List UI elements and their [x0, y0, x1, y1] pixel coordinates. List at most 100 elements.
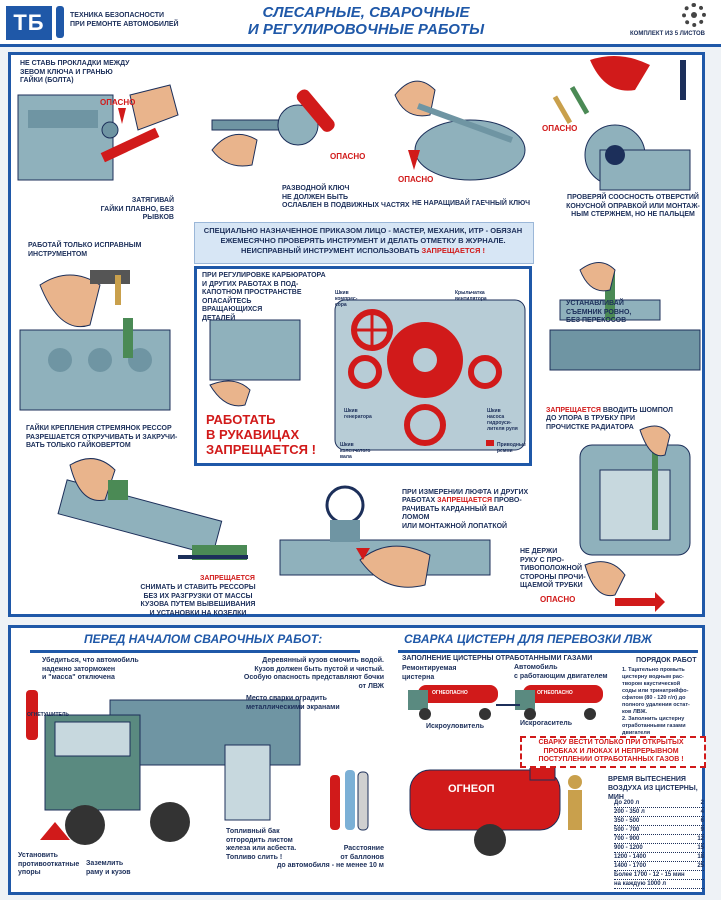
- procedure-text: 1. Тщательно промыть цистерну водным рас…: [622, 667, 690, 736]
- label-crankshaft-pulley: Шкив коленчатого вала: [340, 442, 371, 460]
- stops-note: Установить противооткатные упоры: [18, 852, 80, 876]
- gloves-forbidden: РАБОТАТЬ В РУКАВИЦАХ ЗАПРЕЩАЕТСЯ !: [206, 412, 316, 457]
- puller-illustration: [549, 262, 701, 371]
- play-line-2: РАБОТАХ: [402, 497, 436, 504]
- extinguisher-label: ОГНЕТУШИТЕЛЬ: [27, 712, 69, 718]
- ramrod-note: ЗАПРЕЩАЕТСЯ ВВОДИТЬ ШОМПОЛ ДО УПОРА В ТР…: [546, 398, 673, 432]
- springs-note: СНИМАТЬ И СТАВИТЬ РЕССОРЫ БЕЗ ИХ РАЗГРУЗ…: [140, 584, 256, 617]
- engine-belts-illustration: [209, 299, 526, 451]
- fuel-tank-note: Топливный бак отгородить листом железа и…: [226, 828, 297, 861]
- tanks-title: СВАРКА ЦИСТЕРН ДЛЯ ПЕРЕВОЗКИ ЛВЖ: [404, 632, 652, 646]
- radiator-illustration: [579, 425, 691, 612]
- danger-label-4: ОПАСНО: [542, 124, 578, 133]
- illustrations-top: [17, 56, 701, 612]
- table-row: на каждую 1000 л: [614, 880, 704, 889]
- stud-nuts-note: ГАЙКИ КРЕПЛЕНИЯ СТРЕМЯНОК РЕССОР РАЗРЕША…: [26, 425, 178, 449]
- notice-box: [194, 222, 534, 264]
- clutch-illustration: [394, 80, 526, 181]
- tank-text-1: ОГНЕОПАСНО: [432, 690, 468, 696]
- hand-tube-note: НЕ ДЕРЖИ РУКУ С ПРО- ТИВОПОЛОЖНОЙ СТОРОН…: [520, 548, 586, 589]
- hammer-illustration: [19, 270, 171, 411]
- tank-text-2: ОГНЕОПАСНО: [537, 690, 573, 696]
- warning-box: [520, 736, 706, 768]
- gasket-note: НЕ СТАВЬ ПРОКЛАДКИ МЕЖДУ ЗЕВОМ КЛЮЧА И Г…: [20, 60, 130, 84]
- springs-forbidden: ЗАПРЕЩАЕТСЯ: [200, 575, 255, 584]
- fill-tank-note: ЗАПОЛНЕНИЕ ЦИСТЕРНЫ ОТРАБОТАННЫМИ ГАЗАМИ: [402, 655, 593, 662]
- engine-block-illustration: [17, 84, 179, 181]
- spark-filler-label: Искроуловитель: [426, 723, 484, 730]
- page-title: СЛЕСАРНЫЕ, СВАРОЧНЫЕ И РЕГУЛИРОВОЧНЫЕ РА…: [206, 4, 526, 38]
- notice-forbidden: ЗАПРЕЩАЕТСЯ !: [421, 246, 485, 255]
- welding-title: ПЕРЕД НАЧАЛОМ СВАРОЧНЫХ РАБОТ:: [84, 632, 323, 646]
- divider-welding: [30, 650, 360, 653]
- tank-trucks-illustration: [408, 685, 603, 720]
- engine-car-label: Автомобиль с работающим двигателем: [514, 664, 608, 680]
- danger-label-5: ОПАСНО: [540, 595, 576, 604]
- driveshaft-illustration: [279, 485, 491, 588]
- alignment-note: ПРОВЕРЯЙ СООСНОСТЬ ОТВЕРСТИЙ КОНУСНОЙ ОП…: [566, 194, 700, 218]
- kit-label: КОМПЛЕКТ ИЗ 5 ЛИСТОВ: [630, 31, 705, 37]
- ground-note: Заземлить раму и кузов: [86, 860, 131, 876]
- screens-note: Место сварки оградить металлическими экр…: [246, 695, 340, 711]
- spring-illustration: [57, 458, 248, 560]
- play-forbidden: ЗАПРЕЩАЕТСЯ: [437, 497, 493, 504]
- big-tank-illustration: [409, 759, 582, 856]
- ramrod-forbidden: ЗАПРЕЩАЕТСЯ: [546, 406, 601, 414]
- cylinders-note: Расстояние от баллонов до автомобиля - н…: [276, 845, 384, 869]
- label-drive-belts: Приводные ремни: [497, 442, 526, 454]
- big-tank-text: ОГНЕОП: [448, 783, 495, 795]
- wooden-body-note: Деревянный кузов смочить водой. Кузов до…: [243, 657, 384, 690]
- subtitle-line-1: ТЕХНИКА БЕЗОПАСНОСТИ: [70, 12, 165, 19]
- divider-tanks: [398, 650, 698, 653]
- time-table-title: ВРЕМЯ ВЫТЕСНЕНИЯ ВОЗДУХА ИЗ ЦИСТЕРНЫ, МИ…: [608, 776, 698, 801]
- play-line-1: ПРИ ИЗМЕРЕНИИ ЛЮФТА И ДРУГИХ: [402, 488, 529, 496]
- springs-forbidden-text: ЗАПРЕЩАЕТСЯ: [200, 575, 255, 582]
- subtitle-line-2: ПРИ РЕМОНТЕ АВТОМОБИЛЕЙ: [70, 21, 179, 28]
- spark-arrester-label: Искрогаситель: [520, 720, 573, 727]
- notice-text: СПЕЦИАЛЬНО НАЗНАЧЕННОЕ ПРИКАЗОМ ЛИЦО - М…: [200, 226, 526, 256]
- table-row: Более 1700 - 12 - 15 мин: [614, 871, 704, 880]
- label-compressor-pulley: Шкив компрес- сора: [335, 290, 358, 308]
- camshaft-illustration: [211, 89, 335, 167]
- puller-note: УСТАНАВЛИВАЙ СЪЕМНИК РОВНО, БЕЗ ПЕРЕКОСО…: [566, 300, 632, 324]
- label-fan: Крыльчатка вентилятора: [455, 290, 487, 302]
- logo: ТБ: [6, 6, 52, 40]
- gear-icon: [682, 3, 706, 27]
- title-line-1: СЛЕСАРНЫЕ, СВАРОЧНЫЕ: [262, 4, 470, 21]
- carburetor-note: ПРИ РЕГУЛИРОВКЕ КАРБЮРАТОРА И ДРУГИХ РАБ…: [202, 272, 326, 322]
- play-note: ПРИ ИЗМЕРЕНИИ ЛЮФТА И ДРУГИХ РАБОТАХ ЗАП…: [402, 480, 532, 531]
- title-line-2: И РЕГУЛИРОВОЧНЫЕ РАБОТЫ: [247, 21, 485, 38]
- procedure-title: ПОРЯДОК РАБОТ: [636, 657, 697, 664]
- danger-label-3: ОПАСНО: [398, 175, 434, 184]
- repaired-tank-label: Ремонтируемая цистерна: [402, 665, 457, 681]
- danger-label-1: ОПАСНО: [100, 98, 136, 107]
- wrench-icon: [56, 6, 64, 38]
- header: ТБ ТЕХНИКА БЕЗОПАСНОСТИ ПРИ РЕМОНТЕ АВТО…: [0, 0, 721, 47]
- extend-wrench-note: НЕ НАРАЩИВАЙ ГАЕЧНЫЙ КЛЮЧ: [412, 200, 531, 207]
- label-pump-pulley: Шкив насоса гидроуси- лителя руля: [487, 408, 518, 432]
- welding-truck-illustration: [26, 690, 369, 845]
- label-generator-pulley: Шкив генератора: [344, 408, 372, 420]
- finger-hole-illustration: [552, 56, 691, 191]
- header-subtitle: ТЕХНИКА БЕЗОПАСНОСТИ ПРИ РЕМОНТЕ АВТОМОБ…: [70, 11, 179, 29]
- working-tool-note: РАБОТАЙ ТОЛЬКО ИСПРАВНЫМ ИНСТРУМЕНТОМ: [28, 242, 142, 258]
- warning-text: СВАРКУ ВЕСТИ ТОЛЬКО ПРИ ОТКРЫТЫХ ПРОБКАХ…: [538, 739, 684, 763]
- danger-label-2: ОПАСНО: [330, 152, 366, 161]
- brake-note: Убедиться, что автомобиль надежно заторм…: [42, 657, 139, 681]
- ramrod-text: ВВОДИТЬ ШОМПОЛ ДО УПОРА В ТРУБКУ ПРИ ПРО…: [546, 406, 673, 431]
- adjustable-wrench-note: РАЗВОДНОЙ КЛЮЧ НЕ ДОЛЖЕН БЫТЬ ОСЛАБЛЕН В…: [282, 185, 410, 209]
- play-line-3: ПРОВО- РАЧИВАТЬ КАРДАННЫЙ ВАЛ ЛОМОМ ИЛИ …: [402, 497, 522, 530]
- tighten-note: ЗАТЯГИВАЙ ГАЙКИ ПЛАВНО, БЕЗ РЫВКОВ: [100, 197, 174, 221]
- notice-main: СПЕЦИАЛЬНО НАЗНАЧЕННОЕ ПРИКАЗОМ ЛИЦО - М…: [203, 226, 523, 255]
